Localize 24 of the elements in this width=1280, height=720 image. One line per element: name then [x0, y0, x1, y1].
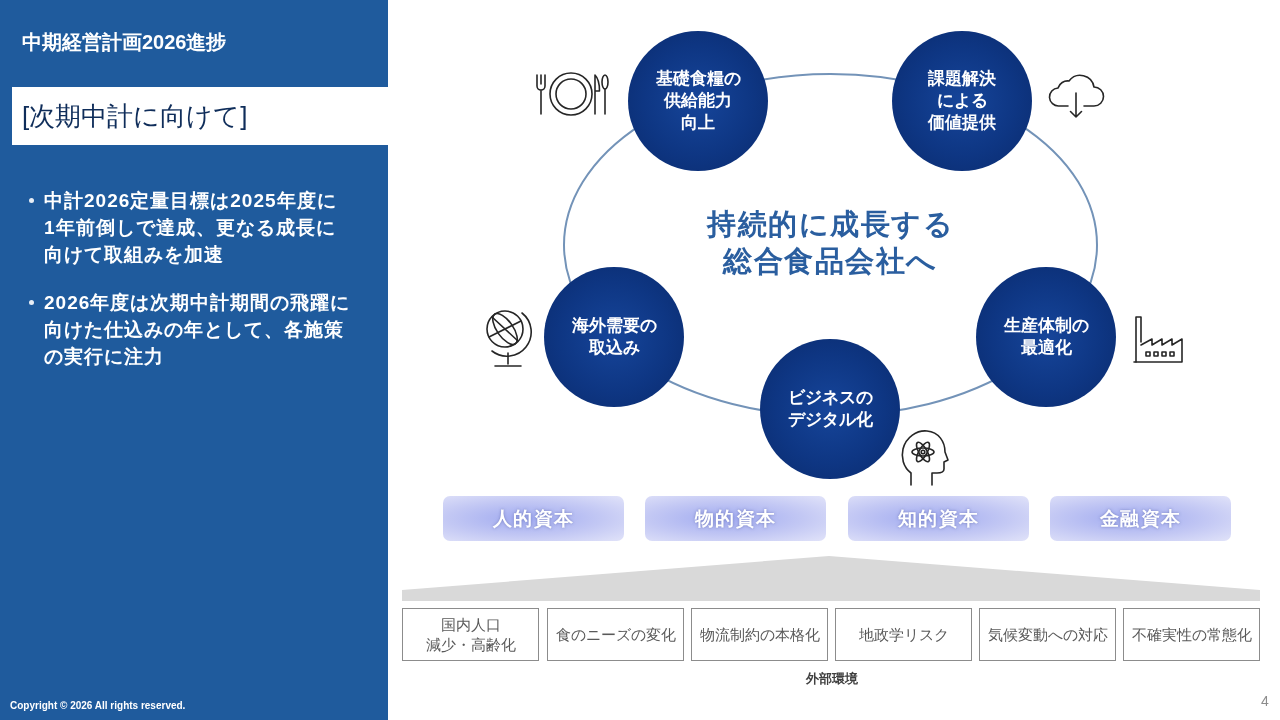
factor-box: 国内人口減少・高齢化	[402, 608, 539, 661]
capital-box: 物的資本	[645, 496, 826, 541]
factor-box: 食のニーズの変化	[547, 608, 684, 661]
heading-band: [次期中計に向けて]	[12, 87, 388, 145]
capital-box: 金融資本	[1050, 496, 1231, 541]
factor-box: 不確実性の常態化	[1123, 608, 1260, 661]
factor-box: 物流制約の本格化	[691, 608, 828, 661]
page-number: 4	[1261, 693, 1269, 709]
center-text: 持続的に成長する総合食品会社へ	[705, 207, 955, 279]
base-trapezoid	[402, 556, 1260, 601]
factor-box: 地政学リスク	[835, 608, 972, 661]
capital-box: 人的資本	[443, 496, 624, 541]
factor-box: 気候変動への対応	[979, 608, 1116, 661]
goal-circle: 海外需要の取込み	[544, 267, 684, 407]
goal-circle: 課題解決による価値提供	[892, 31, 1032, 171]
group-caption: 外部環境	[806, 670, 858, 688]
copyright-text: Copyright © 2026 All rights reserved.	[10, 700, 186, 711]
bullet-text: 2026年度は次期中計期間の飛躍に向けた仕込みの年として、各施策の実行に注力	[44, 291, 351, 369]
goal-circle: 基礎食糧の供給能力向上	[628, 31, 768, 171]
page-title: 中期経営計画2026進捗	[22, 30, 227, 54]
goal-circle: ビジネスのデジタル化	[760, 339, 900, 479]
capital-box: 知的資本	[848, 496, 1029, 541]
bullet-text: 中計2026定量目標は2025年度に1年前倒しで達成、更なる成長に向けて取組みを加速	[44, 189, 337, 267]
goal-circle: 生産体制の最適化	[976, 267, 1116, 407]
